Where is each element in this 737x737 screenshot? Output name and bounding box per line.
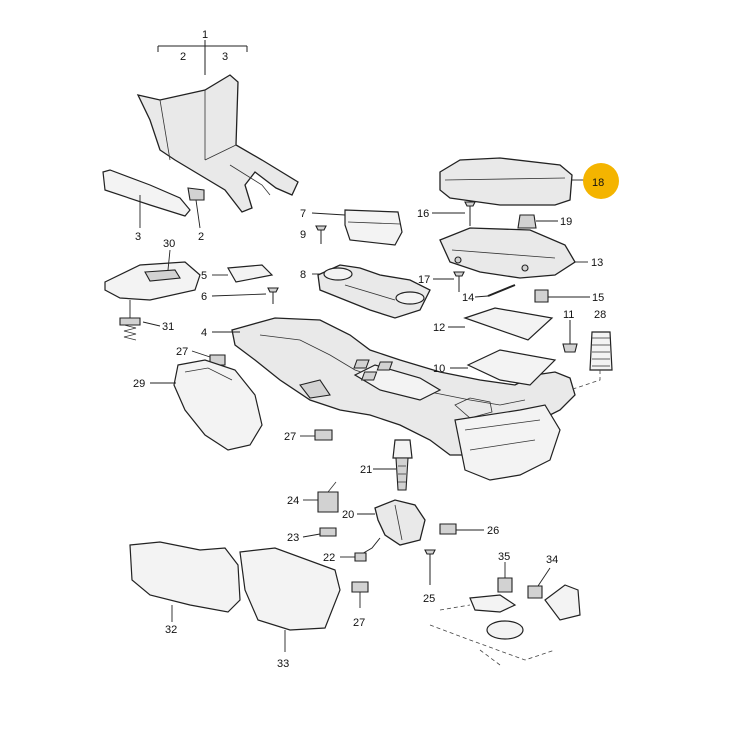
- clip-27-middle[interactable]: [314, 429, 333, 441]
- insert-10[interactable]: [353, 349, 557, 386]
- clip-23[interactable]: [319, 527, 337, 537]
- label-2-top: 2: [180, 51, 186, 63]
- label-7: 7: [300, 208, 306, 220]
- label-24: 24: [287, 495, 299, 507]
- lock-cylinder-21[interactable]: [392, 439, 413, 491]
- header-bracket: 1 2 3: [157, 29, 248, 75]
- label-35: 35: [498, 551, 510, 563]
- label-22: 22: [323, 552, 335, 564]
- highlight-marker-18[interactable]: [583, 163, 619, 199]
- boot-28[interactable]: [589, 331, 613, 371]
- cable-22[interactable]: [354, 537, 381, 562]
- screw-6[interactable]: [267, 287, 279, 304]
- rear-console-shroud[interactable]: [136, 74, 299, 213]
- label-6: 6: [201, 291, 207, 303]
- screw-9[interactable]: [315, 225, 327, 244]
- bracket-24[interactable]: [317, 481, 339, 513]
- fastener-35[interactable]: [497, 562, 513, 593]
- label-8: 8: [300, 269, 306, 281]
- label-14: 14: [462, 292, 474, 304]
- clip-2[interactable]: [187, 187, 205, 201]
- label-18: 18: [592, 177, 604, 189]
- clip-19[interactable]: [517, 214, 537, 229]
- screw-25[interactable]: [424, 549, 436, 585]
- label-29: 29: [133, 378, 145, 390]
- label-5: 5: [201, 270, 207, 282]
- clip-15[interactable]: [534, 289, 549, 303]
- label-32: 32: [165, 624, 177, 636]
- screw-16[interactable]: [464, 201, 476, 226]
- label-3-top: 3: [222, 51, 228, 63]
- side-panel-29[interactable]: [173, 359, 263, 451]
- label-31: 31: [162, 321, 174, 333]
- clip-27-lower[interactable]: [351, 581, 369, 593]
- label-26: 26: [487, 525, 499, 537]
- label-16: 16: [417, 208, 429, 220]
- label-19: 19: [560, 216, 572, 228]
- label-11: 11: [563, 309, 574, 321]
- armrest-cushion-18[interactable]: [439, 157, 573, 206]
- label-28: 28: [594, 309, 606, 321]
- lower-panel-33[interactable]: [239, 547, 341, 631]
- screw-17[interactable]: [453, 271, 465, 292]
- label-10: 10: [433, 363, 445, 375]
- label-30: 30: [163, 238, 175, 250]
- label-25: 25: [423, 593, 435, 605]
- label-21: 21: [360, 464, 372, 476]
- clip-26[interactable]: [439, 523, 457, 535]
- bottom-mount-hardware: [429, 584, 581, 666]
- label-17: 17: [418, 274, 430, 286]
- label-23: 23: [287, 532, 299, 544]
- label-4: 4: [201, 327, 207, 339]
- label-27-upper: 27: [176, 346, 188, 358]
- side-trim-panel[interactable]: [102, 169, 191, 217]
- label-2: 2: [198, 231, 204, 243]
- pin-14[interactable]: [487, 284, 516, 297]
- cover-5[interactable]: [227, 264, 274, 283]
- label-12: 12: [433, 322, 445, 334]
- label-3: 3: [135, 231, 141, 243]
- label-1: 1: [202, 29, 208, 41]
- spring-bolt[interactable]: [119, 300, 141, 341]
- label-34: 34: [546, 554, 558, 566]
- fastener-34[interactable]: [527, 567, 551, 599]
- storage-box-7[interactable]: [344, 209, 403, 246]
- lower-panel-32[interactable]: [129, 541, 241, 613]
- label-15: 15: [592, 292, 604, 304]
- bracket-20[interactable]: [374, 499, 426, 546]
- screw-11[interactable]: [562, 320, 578, 353]
- label-13: 13: [591, 257, 603, 269]
- shift-cover-plate[interactable]: [104, 261, 201, 301]
- armrest-base-13[interactable]: [439, 227, 576, 279]
- label-9: 9: [300, 229, 306, 241]
- label-27-lower: 27: [353, 617, 365, 629]
- cupholder-tray-8[interactable]: [317, 264, 431, 319]
- label-27-middle: 27: [284, 431, 296, 443]
- mat-12[interactable]: [463, 307, 554, 341]
- label-33: 33: [277, 658, 289, 670]
- label-20: 20: [342, 509, 354, 521]
